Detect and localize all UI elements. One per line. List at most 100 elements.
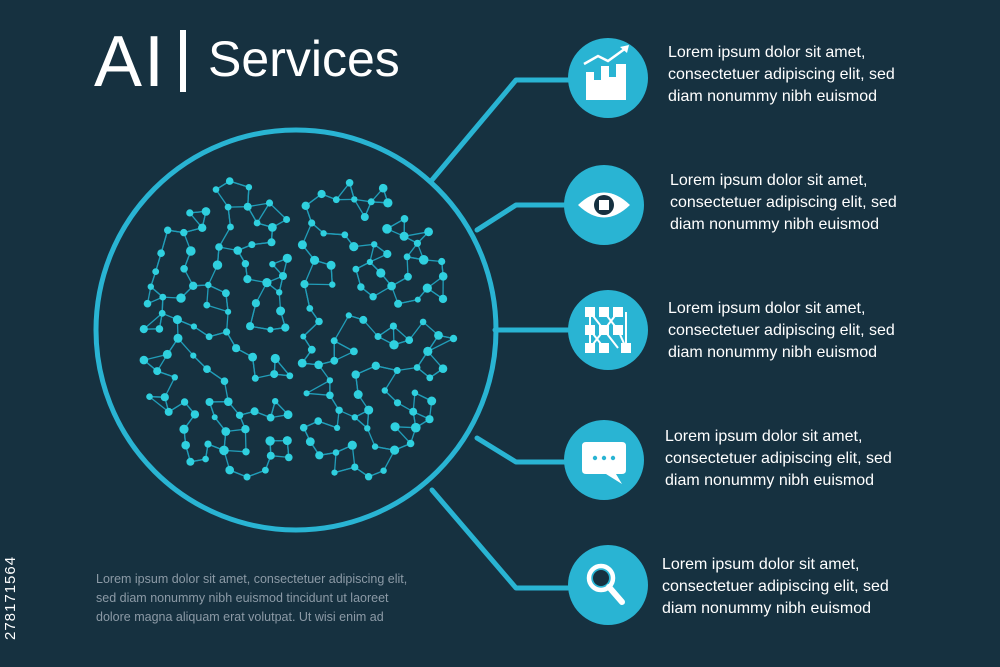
brain-node [222, 289, 230, 298]
service-text-line: Lorem ipsum dolor sit amet, [668, 44, 866, 61]
network-grid-icon [585, 307, 631, 353]
service-text-1: Lorem ipsum dolor sit amet, consectetuer… [668, 42, 968, 108]
brain-node [382, 224, 392, 234]
brain-node [227, 223, 234, 231]
brain-node [221, 427, 231, 436]
service-text-line: consectetuer adipiscing elit, sed [670, 194, 897, 211]
brain-link [333, 315, 350, 342]
brain-node [364, 425, 371, 432]
brain-node [286, 372, 294, 380]
brain-node [281, 323, 290, 332]
brain-node [283, 216, 291, 223]
brain-node [360, 213, 369, 221]
brain-node [248, 241, 256, 249]
title-divider [180, 30, 187, 92]
brain-node [282, 436, 292, 446]
brain-node [241, 425, 250, 434]
brain-node [159, 293, 167, 301]
service-text-5: Lorem ipsum dolor sit amet, consectetuer… [662, 554, 962, 620]
brain-node [232, 344, 241, 353]
connector-line-1 [429, 77, 571, 183]
brain-node [152, 268, 160, 275]
brain-node [345, 312, 352, 319]
brain-node [272, 398, 279, 405]
brain-node [371, 361, 380, 370]
connector-line-4 [474, 435, 571, 465]
brain-node [268, 223, 277, 232]
brain-node [186, 246, 196, 256]
brain-node [181, 440, 190, 450]
brain-node [350, 347, 358, 356]
brain-node [310, 255, 320, 265]
brain-node [266, 451, 275, 460]
brain-node [414, 296, 421, 303]
brain-node [223, 328, 231, 336]
brain-node [383, 198, 393, 208]
brain-node [345, 179, 354, 187]
brain-node [205, 333, 213, 341]
service-text-3: Lorem ipsum dolor sit amet, consectetuer… [668, 298, 968, 364]
brain-node [157, 249, 165, 257]
brain-node [399, 231, 409, 241]
brain-node [359, 315, 368, 324]
brain-node [204, 440, 212, 448]
brain-node [201, 207, 211, 216]
brain-node [164, 226, 172, 234]
brain-node [139, 325, 148, 334]
brain-node [424, 227, 433, 237]
brain-node [335, 406, 343, 414]
brain-node [173, 333, 183, 343]
brain-node [306, 305, 314, 312]
brain-node [366, 258, 373, 266]
brain-link [269, 202, 288, 220]
brain-node [422, 283, 432, 293]
brain-node [147, 283, 154, 290]
brain-node [262, 278, 272, 288]
brain-node [305, 437, 315, 446]
brain-node [242, 448, 250, 456]
eye-icon [578, 192, 630, 218]
brain-node [211, 414, 218, 421]
brain-node [202, 455, 209, 463]
brain-node [374, 333, 382, 340]
brain-node [265, 199, 274, 207]
brain-link [306, 392, 330, 396]
brain-node [438, 364, 448, 374]
brain-node [315, 317, 323, 326]
brain-node [219, 445, 229, 456]
brain-node [307, 345, 316, 354]
brain-node [326, 377, 334, 384]
brain-node [267, 238, 276, 247]
brain-link [427, 337, 454, 352]
brain-node [357, 283, 365, 291]
brain-node [329, 281, 336, 288]
brain-node [353, 390, 363, 399]
brain-link [384, 370, 398, 391]
brain-node [394, 299, 403, 308]
brain-node [300, 333, 307, 340]
brain-node [225, 465, 234, 475]
brain-node [351, 196, 358, 203]
brain-node [270, 353, 280, 364]
brain-node [251, 374, 259, 382]
brain-node [253, 219, 261, 227]
brain-node [434, 331, 443, 340]
service-text-line: Lorem ipsum dolor sit amet, [670, 172, 868, 189]
brain-node [180, 265, 188, 273]
brain-link [304, 283, 333, 286]
brain-link [303, 283, 311, 309]
service-text-line: diam nonummy nibh euismod [662, 600, 871, 617]
brain-node [299, 423, 308, 432]
brain-node [449, 334, 458, 343]
brain-node [225, 308, 232, 315]
brain-node [409, 407, 418, 416]
brain-node [315, 451, 324, 460]
title-main: AI [94, 22, 167, 102]
brain-node [153, 367, 162, 376]
brain-node [419, 318, 427, 326]
service-text-line: Lorem ipsum dolor sit amet, [662, 556, 860, 573]
brain-node [186, 457, 195, 466]
brain-node [245, 184, 253, 191]
brain-network-links [143, 180, 454, 478]
